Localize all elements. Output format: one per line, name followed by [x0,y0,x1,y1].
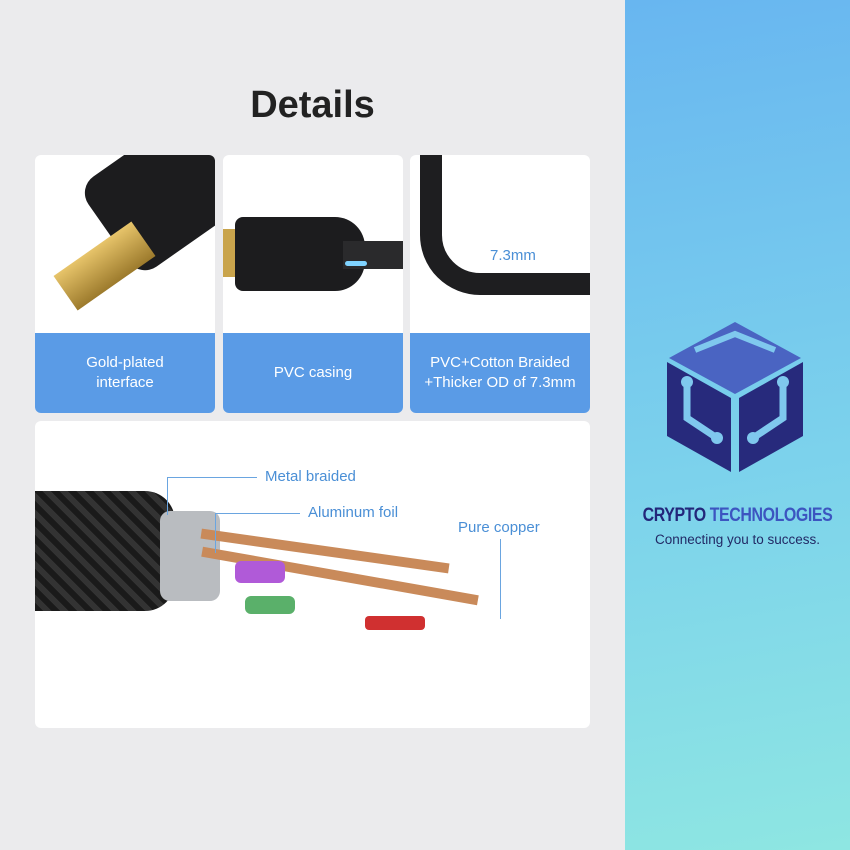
card-caption: Gold-plated interface [35,333,215,413]
pvc-casing-image [223,155,403,333]
hdmi-connector-image [35,155,215,333]
metal-braided-label: Metal braided [265,468,356,485]
brand-tagline: Connecting you to success. [654,532,821,547]
brand-panel: CRYPTO TECHNOLOGIES Connecting you to su… [625,0,850,850]
aluminum-foil-label: Aluminum foil [308,504,399,521]
card-caption: PVC casing [223,333,403,413]
card-pvc-casing: PVC casing [223,155,403,413]
braided-cable-image: 7.3mm [410,155,590,333]
caption-line: Gold-plated [86,354,164,371]
cable-cross-section: Metal braided Aluminum foil Pure copper [35,421,590,728]
card-braided: 7.3mm PVC+Cotton Braided +Thicker OD of 7… [410,155,590,413]
pure-copper-label: Pure copper [458,519,540,536]
card-gold-plated: Gold-plated interface [35,155,215,413]
caption-line: +Thicker OD of 7.3mm [424,374,576,391]
diameter-label: 7.3mm [490,247,536,264]
brand-name-part1: CRYPTO [642,505,707,526]
caption-line: PVC casing [273,364,353,381]
crypto-technologies-logo [667,322,803,472]
page-title: Details [250,84,375,126]
caption-line: interface [96,374,154,391]
caption-line: PVC+Cotton Braided [430,354,570,371]
card-caption: PVC+Cotton Braided +Thicker OD of 7.3mm [410,333,590,413]
brand-name: CRYPTO TECHNOLOGIES [626,505,849,527]
brand-name-part2: TECHNOLOGIES [709,505,833,526]
braided-jacket [35,491,175,611]
